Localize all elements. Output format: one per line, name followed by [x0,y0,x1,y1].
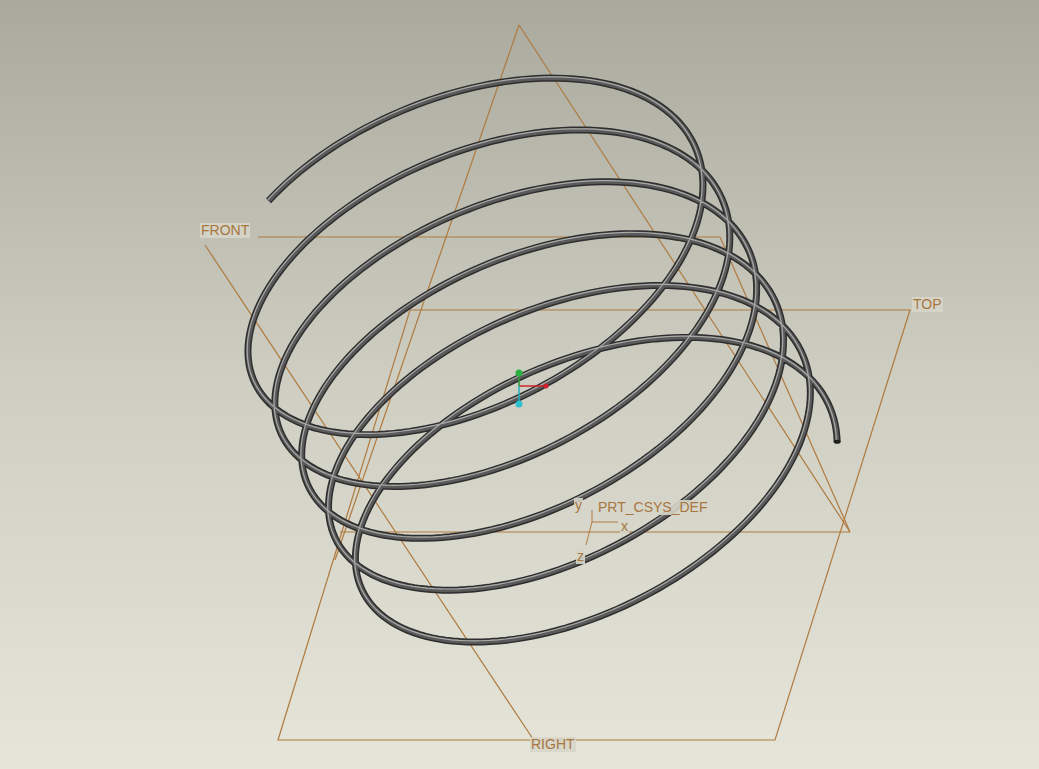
spring-wire [248,78,837,642]
csys-label: PRT_CSYS_DEF [597,500,708,515]
axis-label: y [574,498,583,513]
datum-planes [205,25,910,742]
spring-highlight [247,77,836,641]
datum-label: FRONT [200,223,250,238]
wire-end [834,440,841,444]
axis-label: x [620,519,629,534]
spring-wire-shade [248,78,837,642]
datum-label: TOP [912,297,943,312]
datum-edge [720,237,850,532]
csys-triad [516,370,549,408]
datum-label: RIGHT [530,737,576,752]
axis-label: z [576,549,585,564]
csys-axes [586,510,618,545]
datum-plane [278,310,910,740]
helix-spring [247,77,840,642]
datum-edge [519,25,850,532]
datum-edge [340,531,850,532]
